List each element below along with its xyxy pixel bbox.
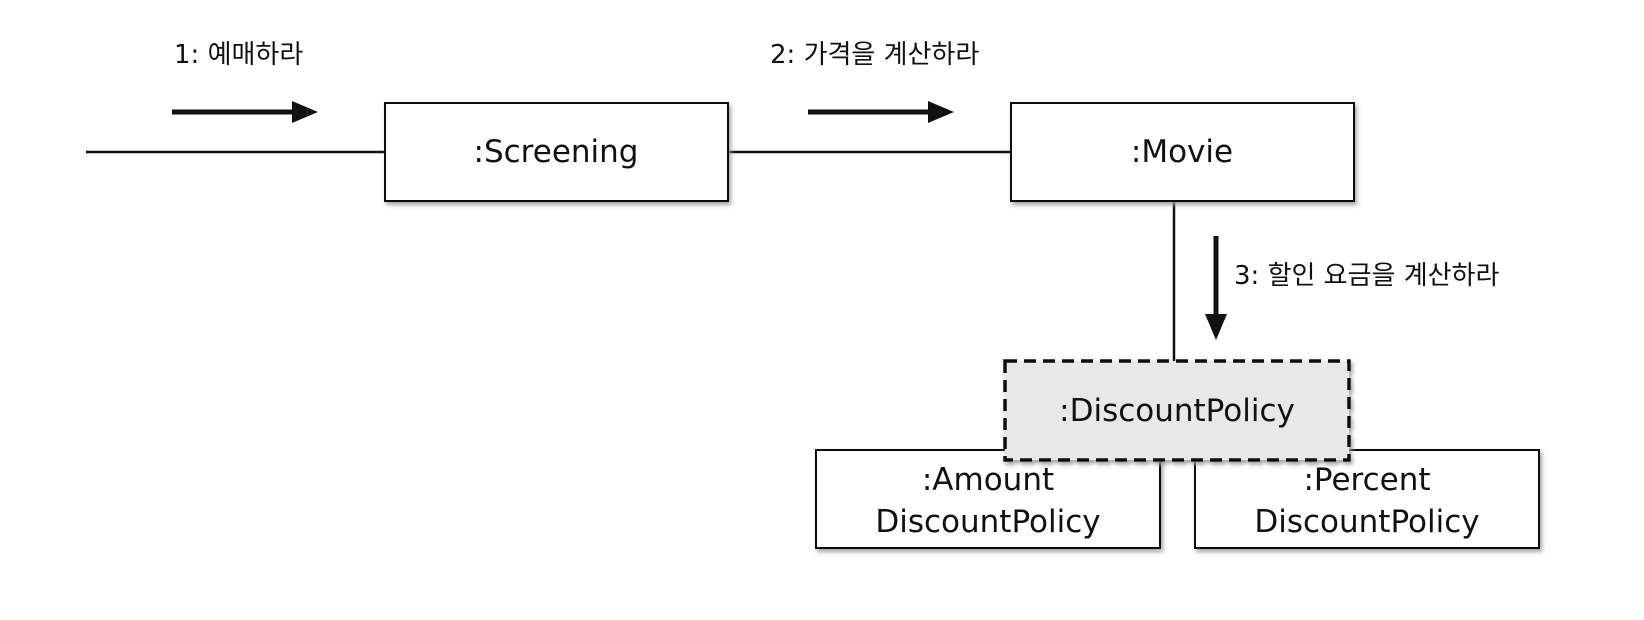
message-label-3: 3: 할인 요금을 계산하라 (1234, 261, 1499, 291)
movie-object: :Movie (1010, 102, 1355, 202)
screening-object: :Screening (384, 102, 729, 202)
message-arrow-3 (1205, 236, 1227, 340)
amount-discount-policy-label-line1: :Amount (922, 462, 1054, 498)
percent-discount-policy-label-line2: DiscountPolicy (1254, 504, 1479, 540)
message-arrow-1 (172, 101, 318, 123)
message-label-1: 1: 예매하라 (174, 40, 303, 70)
discount-policy-object: :DiscountPolicy (1003, 359, 1351, 462)
amount-discount-policy-label-line2: DiscountPolicy (875, 504, 1100, 540)
amount-discount-policy-object: :Amount DiscountPolicy (815, 449, 1161, 549)
screening-object-label: :Screening (474, 134, 639, 170)
message-label-2: 2: 가격을 계산하라 (770, 40, 979, 70)
movie-object-label: :Movie (1131, 134, 1233, 170)
discount-policy-object-label: :DiscountPolicy (1059, 393, 1295, 429)
message-arrow-2 (808, 101, 954, 123)
percent-discount-policy-label-line1: :Percent (1303, 462, 1430, 498)
percent-discount-policy-object: :Percent DiscountPolicy (1194, 449, 1540, 549)
